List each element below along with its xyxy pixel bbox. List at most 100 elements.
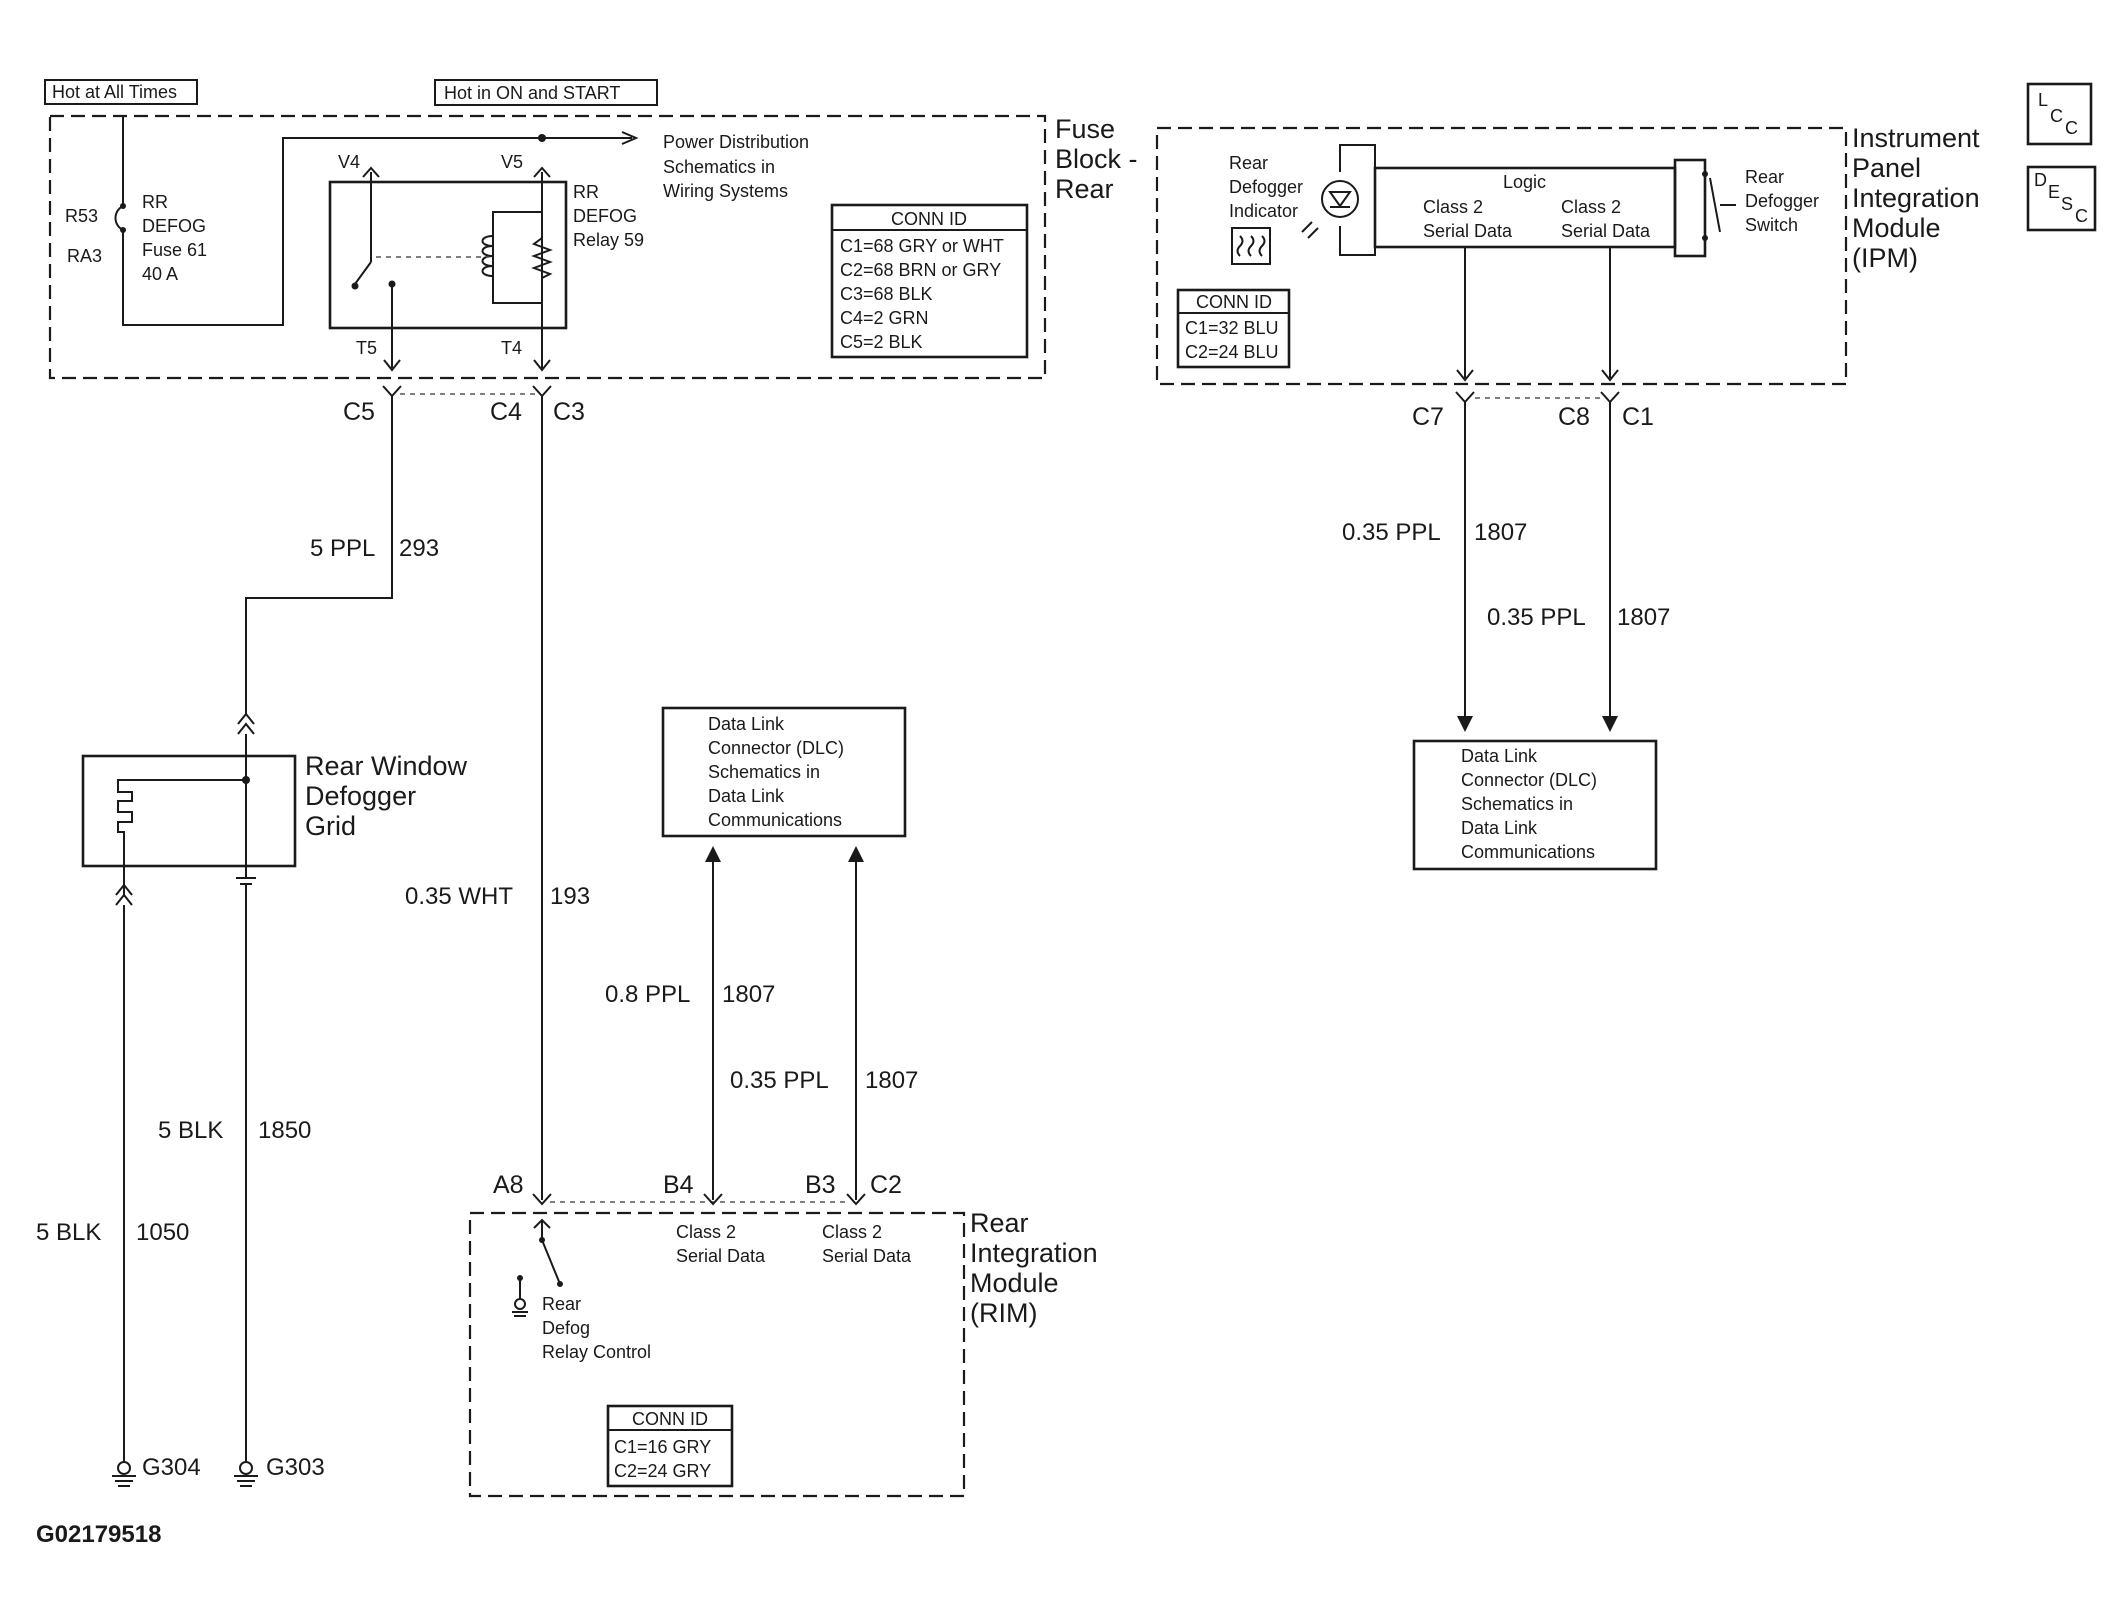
svg-text:Hot in ON and START: Hot in ON and START [444,83,620,103]
svg-text:C8: C8 [1558,403,1590,431]
svg-text:Relay Control: Relay Control [542,1342,651,1362]
svg-text:DEFOG: DEFOG [142,216,206,236]
wire-1807-c7: 0.35 PPL 1807 [1342,402,1527,732]
fuse-61: R53 RA3 RR DEFOG Fuse 61 40 A [65,116,542,326]
svg-text:R53: R53 [65,206,98,226]
wire-1807-c8: 0.35 PPL 1807 [1487,402,1670,732]
svg-text:1807: 1807 [722,981,775,1008]
svg-text:V5: V5 [501,152,523,172]
svg-text:Defog: Defog [542,1318,590,1338]
svg-text:CONN ID: CONN ID [632,1409,708,1429]
svg-text:Module: Module [970,1268,1059,1298]
svg-text:Serial Data: Serial Data [1561,221,1651,241]
svg-text:S: S [2061,194,2073,214]
wire-193: 0.35 WHT 193 [405,396,590,1200]
svg-text:Fuse 61: Fuse 61 [142,240,207,260]
svg-text:C2=24 BLU: C2=24 BLU [1185,342,1279,362]
svg-text:Rear: Rear [1745,167,1784,187]
svg-text:T4: T4 [501,338,522,358]
svg-text:C5=2 BLK: C5=2 BLK [840,332,923,352]
logic-block: Logic Class 2 Serial Data Class 2 Serial… [1373,166,1677,249]
rim-conn-id: CONN ID C1=16 GRY C2=24 GRY [606,1404,734,1488]
svg-text:Switch: Switch [1745,215,1798,235]
svg-text:C1: C1 [1622,403,1654,431]
svg-text:Class 2: Class 2 [1423,197,1483,217]
svg-text:Hot at All Times: Hot at All Times [52,82,177,102]
svg-text:Rear Window: Rear Window [305,751,468,781]
svg-text:293: 293 [399,535,439,562]
power-distribution-ref: Power Distribution Schematics in Wiring … [538,131,809,201]
svg-text:CONN ID: CONN ID [891,209,967,229]
svg-text:Class 2: Class 2 [1561,197,1621,217]
svg-text:C4: C4 [490,398,522,426]
svg-text:Data Link: Data Link [1461,746,1538,766]
svg-text:40 A: 40 A [142,264,178,284]
svg-text:Rear: Rear [1055,174,1114,204]
figure-id: G02179518 [36,1521,161,1548]
svg-text:Wiring Systems: Wiring Systems [663,181,788,201]
fuse-block-connectors: C5 C4 C3 [343,385,585,426]
svg-text:Instrument: Instrument [1852,123,1980,153]
svg-text:0.35 WHT: 0.35 WHT [405,883,513,910]
rear-defogger-switch: Rear Defogger Switch [1673,158,1819,258]
svg-text:Rear: Rear [1229,153,1268,173]
svg-text:5 BLK: 5 BLK [158,1117,223,1144]
svg-text:5 BLK: 5 BLK [36,1219,101,1246]
svg-text:0.35 PPL: 0.35 PPL [1342,519,1441,546]
hot-at-all-times-label: Hot at All Times [44,79,198,105]
svg-text:Connector (DLC): Connector (DLC) [708,738,844,758]
svg-text:Communications: Communications [708,810,842,830]
svg-text:1807: 1807 [865,1067,918,1094]
svg-text:Power Distribution: Power Distribution [663,132,809,152]
svg-text:5 PPL: 5 PPL [310,535,375,562]
svg-text:G304: G304 [142,1454,201,1481]
svg-text:Schematics in: Schematics in [1461,794,1573,814]
svg-text:Fuse: Fuse [1055,114,1115,144]
svg-text:Data Link: Data Link [1461,818,1538,838]
svg-text:Serial Data: Serial Data [1423,221,1513,241]
svg-text:C: C [2065,118,2078,138]
svg-text:Class 2: Class 2 [822,1222,882,1242]
desc-badge: D E S C [2026,165,2097,232]
svg-text:0.8 PPL: 0.8 PPL [605,981,690,1008]
svg-text:V4: V4 [338,152,360,172]
wire-1850: 5 BLK 1850 [158,884,311,1462]
svg-text:Defogger: Defogger [305,781,416,811]
lcc-badge: L C C [2026,82,2093,146]
relay-59: V4 V5 RR DEFOG Relay 59 T5 T4 [328,152,644,372]
svg-text:Rear: Rear [542,1294,581,1314]
svg-text:C2=24 GRY: C2=24 GRY [614,1461,711,1481]
svg-text:1807: 1807 [1617,604,1670,631]
ground-g303: G303 [234,1454,325,1487]
svg-text:C1=16 GRY: C1=16 GRY [614,1437,711,1457]
wire-1050: 5 BLK 1050 [36,862,189,1462]
svg-text:Logic: Logic [1503,172,1546,192]
svg-text:Rear: Rear [970,1208,1029,1238]
svg-text:C5: C5 [343,398,375,426]
svg-text:C: C [2050,106,2063,126]
svg-text:C3: C3 [553,398,585,426]
svg-text:RA3: RA3 [67,246,102,266]
svg-text:Connector (DLC): Connector (DLC) [1461,770,1597,790]
svg-text:(IPM): (IPM) [1852,243,1918,273]
svg-text:D: D [2034,170,2047,190]
svg-text:B3: B3 [805,1171,836,1199]
svg-text:Data Link: Data Link [708,786,785,806]
wire-1807-b3: 0.35 PPL 1807 [730,846,918,1200]
svg-text:RR: RR [573,182,599,202]
hot-in-on-start-label: Hot in ON and START [434,79,658,106]
svg-text:Relay 59: Relay 59 [573,230,644,250]
svg-text:T5: T5 [356,338,377,358]
svg-text:C3=68 BLK: C3=68 BLK [840,284,933,304]
rim-connectors: A8 B4 B3 C2 [493,1171,902,1206]
svg-text:Schematics in: Schematics in [708,762,820,782]
svg-text:1050: 1050 [136,1219,189,1246]
instrument-panel-integration-module: Instrument Panel Integration Module (IPM… [1155,123,1980,386]
dlc-center: Data Link Connector (DLC) Schematics in … [661,706,907,838]
svg-text:(RIM): (RIM) [970,1298,1037,1328]
svg-text:C2: C2 [870,1171,902,1199]
svg-text:C1=32 BLU: C1=32 BLU [1185,318,1279,338]
svg-text:1850: 1850 [258,1117,311,1144]
svg-text:Integration: Integration [1852,183,1980,213]
